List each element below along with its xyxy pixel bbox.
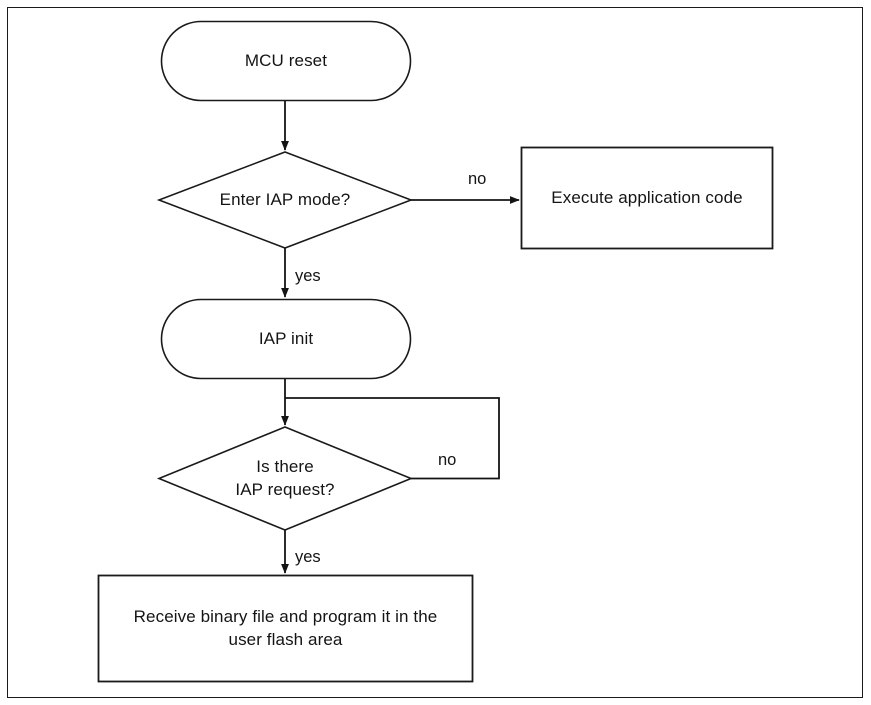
edge-label-yes-receive: yes <box>295 548 321 566</box>
node-execute-application-code-shape[interactable] <box>520 146 774 250</box>
node-enter-iap-mode-shape[interactable] <box>156 151 414 249</box>
node-mcu-reset-shape[interactable] <box>160 20 412 102</box>
edge-label-yes-iap-init: yes <box>295 267 321 285</box>
node-receive-binary-file-shape[interactable] <box>97 574 474 683</box>
edge-label-no-loopback: no <box>438 451 457 469</box>
node-is-there-iap-request-shape[interactable] <box>156 426 414 531</box>
edge-label-no-execute: no <box>468 170 487 188</box>
node-iap-init-shape[interactable] <box>160 298 412 380</box>
edge-request-no-loopback <box>285 397 500 480</box>
